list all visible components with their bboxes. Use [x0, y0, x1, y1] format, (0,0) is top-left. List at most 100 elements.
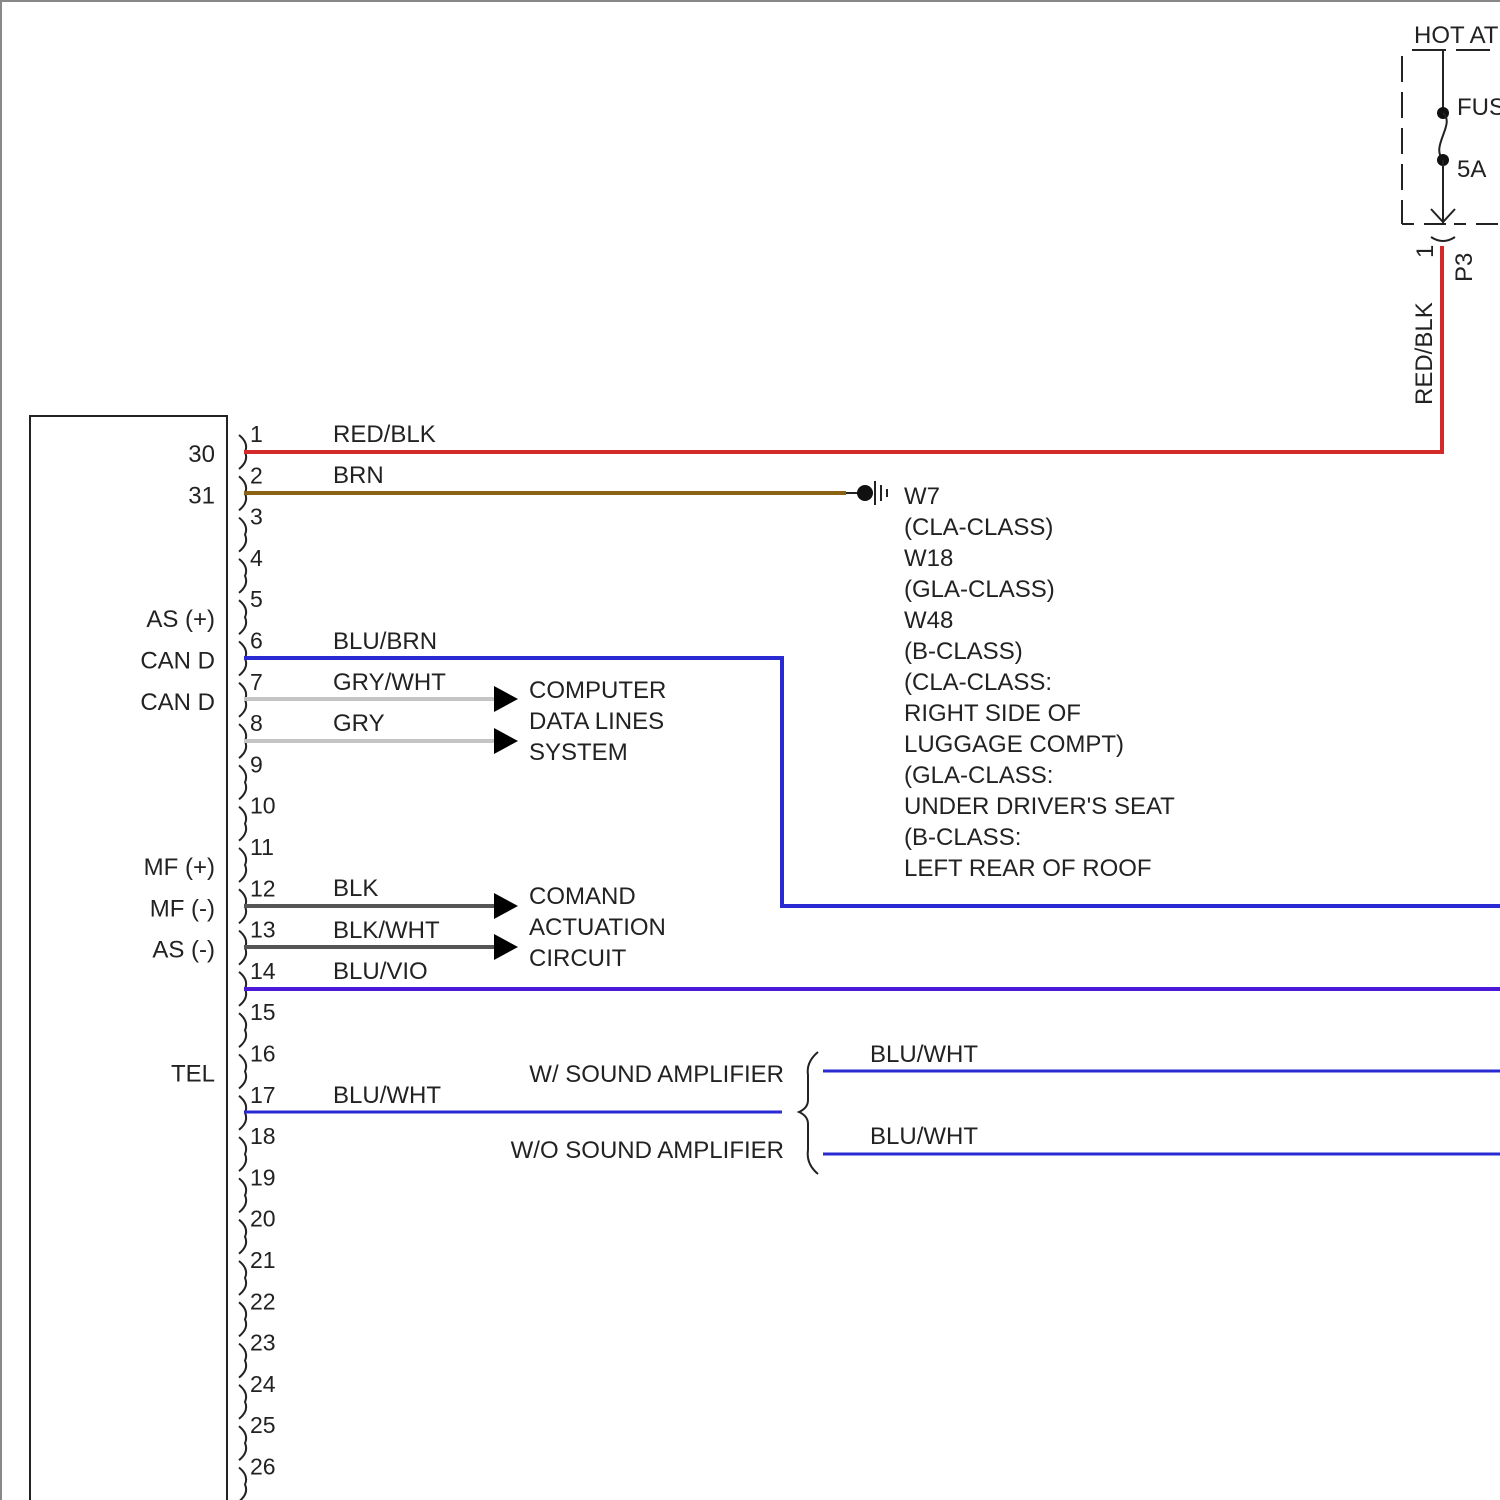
- fuse-box: HOT AT FUS 5A 1 P3 RED/BLK: [1402, 22, 1500, 405]
- pin-number: 1: [250, 421, 263, 447]
- wire-pin12: BLK/WHT: [244, 917, 518, 960]
- pin-number: 2: [250, 462, 263, 488]
- terminal-label: 30: [188, 441, 215, 468]
- wire-label-pin1: RED/BLK: [333, 421, 436, 448]
- connector-name: P3: [1451, 253, 1478, 282]
- wire-label-pin6: GRY/WHT: [333, 669, 446, 696]
- connector-pin-number: 1: [1412, 245, 1439, 258]
- terminal-label: 31: [188, 482, 215, 509]
- without-amplifier-label: W/O SOUND AMPLIFIER: [511, 1137, 784, 1164]
- pin-number: 5: [250, 586, 263, 612]
- wire-label-pin5: BLU/BRN: [333, 628, 437, 655]
- without-amp-wire-label: BLU/WHT: [870, 1123, 978, 1150]
- wire-pin11: BLK: [244, 875, 518, 919]
- wire-label-pin2: BRN: [333, 462, 384, 489]
- pin-number: 19: [250, 1164, 276, 1190]
- pin-number: 11: [250, 834, 274, 860]
- can-ref-line: COMPUTER: [529, 677, 666, 704]
- with-amp-wire-label: BLU/WHT: [870, 1041, 978, 1068]
- arrow-right-icon: [494, 934, 518, 960]
- pin-number: 9: [250, 751, 263, 777]
- wire-pin16: BLU/WHT W/ SOUND AMPLIFIER W/O SOUND AMP…: [244, 1041, 1500, 1174]
- module-pin: 5 AS (+): [146, 586, 262, 634]
- terminal-label: MF (-): [150, 895, 215, 922]
- pin-number: 26: [250, 1454, 276, 1480]
- can-system-reference: COMPUTER DATA LINES SYSTEM: [529, 677, 666, 766]
- pin-number: 14: [250, 958, 276, 984]
- fuse-label: FUS: [1457, 94, 1500, 121]
- wire-pin13: BLU/VIO: [244, 958, 1500, 989]
- ground-note-line: UNDER DRIVER'S SEAT: [904, 793, 1175, 820]
- wire-label-pin11: BLK: [333, 875, 378, 902]
- pin-number: 3: [250, 504, 263, 530]
- comand-ref-line: ACTUATION: [529, 914, 666, 941]
- fuse-rating: 5A: [1457, 156, 1486, 183]
- pin-number: 16: [250, 1041, 276, 1067]
- wire-pin2: BRN: [244, 462, 887, 505]
- module-pin: 26: [239, 1454, 276, 1500]
- terminal-label: AS (+): [146, 606, 215, 633]
- pin-socket-icon: [239, 765, 246, 799]
- wire-pin1: RED/BLK: [244, 246, 1442, 452]
- pin-socket-icon: [239, 848, 246, 882]
- pin-socket-icon: [239, 518, 246, 552]
- pin-socket-icon: [239, 1302, 246, 1336]
- pin-socket-icon: [239, 1220, 246, 1254]
- wire-label-pin12: BLK/WHT: [333, 917, 440, 944]
- wire-label-pin13: BLU/VIO: [333, 958, 428, 985]
- comand-ref-line: CIRCUIT: [529, 945, 627, 972]
- wire-pin7: GRY: [244, 710, 518, 754]
- pin-number: 22: [250, 1288, 276, 1314]
- arrow-right-icon: [494, 893, 518, 919]
- comand-ref-line: COMAND: [529, 883, 636, 910]
- pin-socket-icon: [239, 1261, 246, 1295]
- pin-socket-icon: [239, 1468, 246, 1500]
- terminal-label: MF (+): [144, 854, 215, 881]
- ground-note-line: W48: [904, 607, 953, 634]
- pin-socket-icon: [239, 1344, 246, 1378]
- wire-pin6: GRY/WHT: [244, 669, 518, 712]
- pin-number: 15: [250, 999, 276, 1025]
- ground-note-line: (CLA-CLASS): [904, 514, 1053, 541]
- pin-number: 24: [250, 1371, 276, 1397]
- terminal-label: TEL: [171, 1061, 215, 1088]
- pin-socket-icon: [239, 1426, 246, 1460]
- ground-location-note: W7 (CLA-CLASS) W18 (GLA-CLASS) W48 (B-CL…: [904, 483, 1175, 882]
- arrow-right-icon: [494, 728, 518, 754]
- wire-label-pin16: BLU/WHT: [333, 1082, 441, 1109]
- arrow-right-icon: [494, 686, 518, 712]
- pin-number: 7: [250, 669, 263, 695]
- pin-number: 6: [250, 628, 263, 654]
- pin-socket-icon: [239, 600, 246, 634]
- ground-note-line: (GLA-CLASS:: [904, 762, 1053, 789]
- ground-note-line: (CLA-CLASS:: [904, 669, 1052, 696]
- fuse-wire-color-label: RED/BLK: [1411, 302, 1438, 405]
- terminal-label: AS (-): [152, 937, 215, 964]
- pin-number: 13: [250, 917, 276, 943]
- fuse-box-title: HOT AT: [1414, 22, 1499, 49]
- pin-socket-icon: [239, 1178, 246, 1212]
- pin-number: 18: [250, 1123, 276, 1149]
- pin-socket-icon: [239, 1013, 246, 1047]
- ground-note-line: LEFT REAR OF ROOF: [904, 855, 1152, 882]
- wire-label-pin7: GRY: [333, 710, 385, 737]
- pin-socket-icon: [239, 1055, 246, 1089]
- ground-note-line: W18: [904, 545, 953, 572]
- ground-note-line: RIGHT SIDE OF: [904, 700, 1081, 727]
- pin-number: 23: [250, 1330, 276, 1356]
- pin-socket-icon: [239, 1385, 246, 1419]
- can-ref-line: DATA LINES: [529, 708, 664, 735]
- terminal-label: CAN D: [140, 648, 215, 675]
- pin-number: 12: [250, 875, 276, 901]
- with-amplifier-label: W/ SOUND AMPLIFIER: [529, 1061, 784, 1088]
- pin-socket-icon: [239, 1137, 246, 1171]
- pin-number: 10: [250, 793, 276, 819]
- option-brace-icon: [799, 1052, 818, 1174]
- pin-number: 25: [250, 1412, 276, 1438]
- pin-number: 4: [250, 545, 263, 571]
- pin-number: 8: [250, 710, 263, 736]
- ground-note-line: (B-CLASS): [904, 638, 1023, 665]
